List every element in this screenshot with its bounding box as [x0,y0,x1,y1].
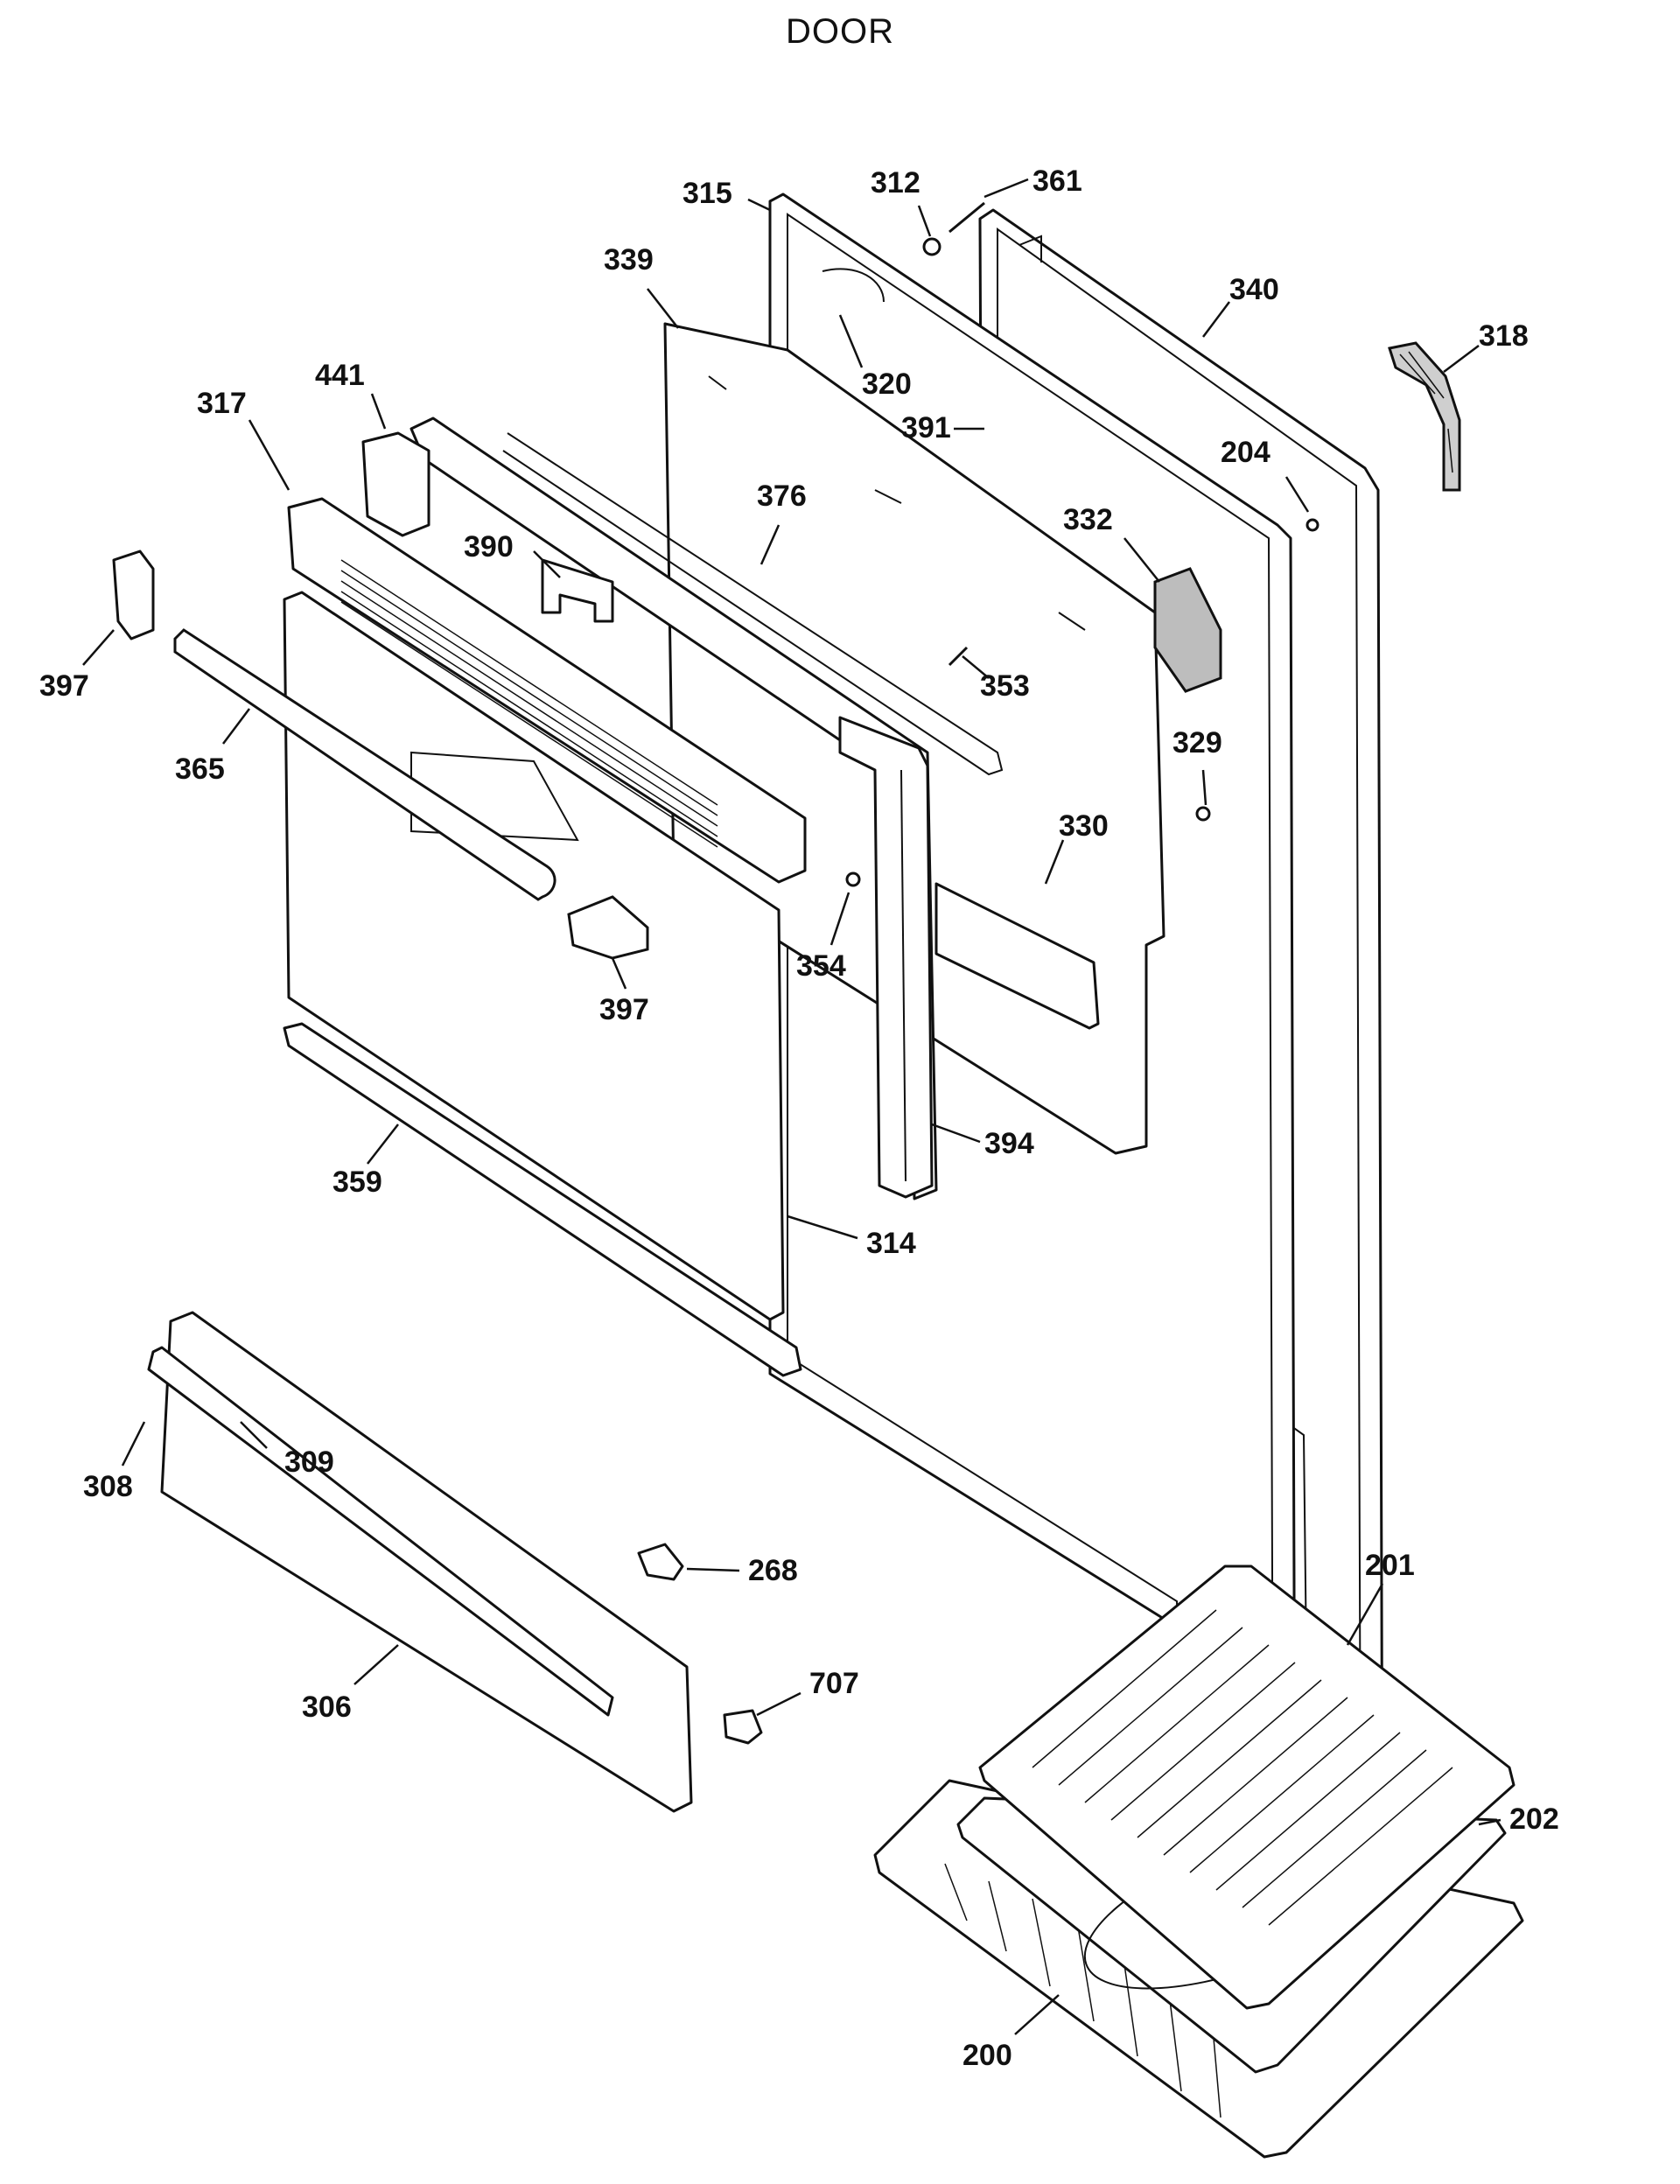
part-397-end-cap-upper [112,550,155,640]
fasteners [845,201,1320,887]
callout-labels: 315 312 361 339 340 318 441 317 320 391 … [39,164,1559,2072]
callout-320: 320 [862,368,912,401]
callout-318: 318 [1479,319,1529,353]
callout-353: 353 [980,669,1030,703]
part-317-vent-trim [287,497,807,884]
part-707-clip [723,1709,763,1745]
part-332-latch [1153,567,1222,693]
callout-332: 332 [1063,503,1113,536]
part-390-bracket [541,558,614,623]
callout-306: 306 [302,1690,352,1724]
callout-376: 376 [757,480,807,513]
callout-202: 202 [1509,1802,1559,1836]
part-306-drawer-panel [147,1311,693,1813]
callout-339: 339 [604,243,654,276]
callout-201: 201 [1365,1549,1415,1582]
callout-397-lower: 397 [599,993,649,1026]
callout-314: 314 [866,1227,916,1260]
part-201-broiler-grid [978,1564,1516,2010]
callout-317: 317 [197,387,247,420]
diagram-title: DOOR [786,12,894,51]
part-394-side-channel [838,716,934,1199]
part-441-hinge [361,431,430,537]
callout-340: 340 [1229,273,1279,306]
callout-390: 390 [464,530,514,564]
part-376-inner-frame [410,416,1004,1200]
callout-330: 330 [1059,809,1109,843]
leader-lines [82,178,1502,2035]
callout-200: 200 [962,2039,1012,2072]
callout-441: 441 [315,359,365,392]
callout-391: 391 [901,411,951,444]
callout-361: 361 [1032,164,1082,198]
callout-268: 268 [748,1554,798,1587]
part-268-clip [637,1543,684,1581]
part-318-gasket [1388,341,1461,492]
callout-329: 329 [1172,726,1222,760]
callout-365: 365 [175,752,225,786]
callout-312: 312 [871,166,920,200]
callout-707: 707 [809,1667,859,1700]
callout-397-upper: 397 [39,669,89,703]
part-397-end-cap-lower [567,895,649,960]
callout-315: 315 [682,177,732,210]
part-330-plate [934,882,1100,1030]
part-359-bottom-rail [283,1022,802,1377]
callout-204: 204 [1221,436,1270,469]
callout-394: 394 [984,1127,1034,1160]
callout-359: 359 [332,1166,382,1199]
callout-354: 354 [796,949,846,983]
part-365-handle [173,628,556,901]
callout-308: 308 [83,1470,133,1503]
callout-309: 309 [284,1446,334,1479]
